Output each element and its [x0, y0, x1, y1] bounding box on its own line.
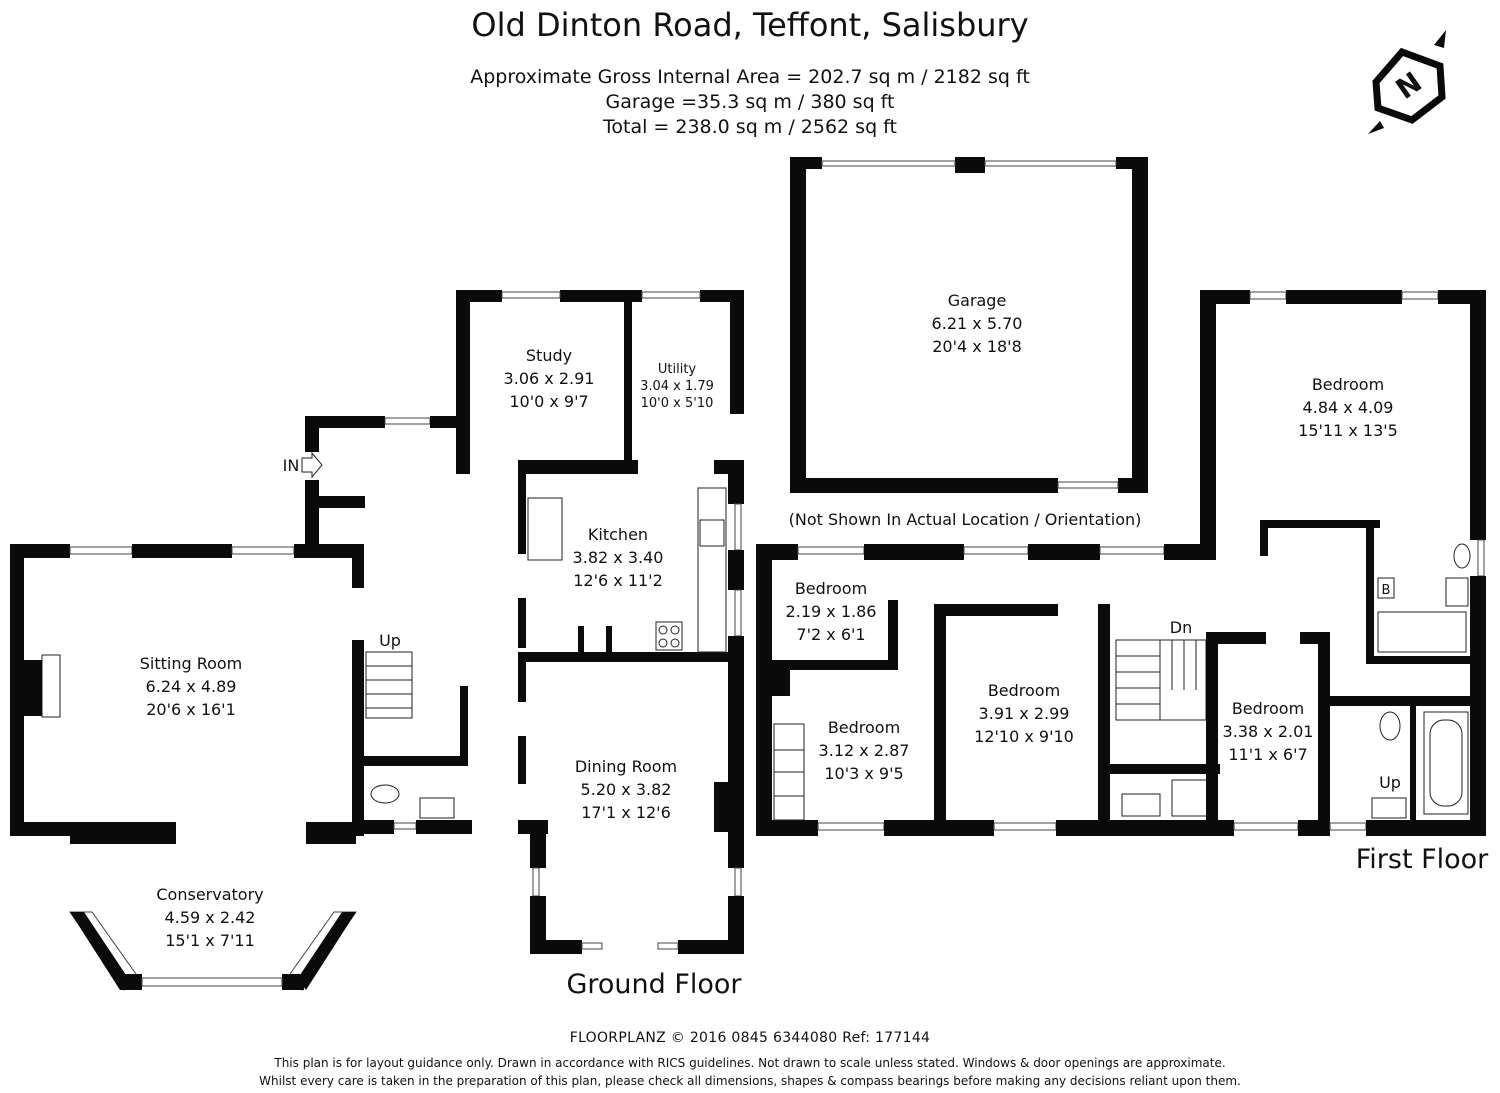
study-metric: 3.06 x 2.91 [504, 369, 595, 388]
disclaimer-line-1: This plan is for layout guidance only. D… [274, 1056, 1226, 1070]
sitting-room-name: Sitting Room [140, 654, 243, 673]
first-stairs-up-label: Up [1379, 773, 1401, 792]
sitting-room-imperial: 20'6 x 16'1 [146, 700, 236, 719]
bedroom-5-imperial: 11'1 x 6'7 [1228, 745, 1307, 764]
kitchen-metric: 3.82 x 3.40 [573, 548, 664, 567]
garage-area-line: Garage =35.3 sq m / 380 sq ft [605, 91, 895, 113]
bedroom-4-name: Bedroom [988, 681, 1060, 700]
garage-imperial: 20'4 x 18'8 [932, 337, 1022, 356]
entrance-label: IN [283, 456, 300, 475]
garage-plan [790, 157, 1148, 493]
first-stairs-down-label: Dn [1170, 618, 1192, 637]
bedroom-5-metric: 3.38 x 2.01 [1223, 722, 1314, 741]
conservatory-metric: 4.59 x 2.42 [165, 908, 256, 927]
disclaimer-line-2: Whilst every care is taken in the prepar… [259, 1074, 1241, 1088]
conservatory-name: Conservatory [156, 885, 263, 904]
bedroom-3-metric: 3.12 x 2.87 [819, 741, 910, 760]
study-name: Study [526, 346, 572, 365]
compass-icon: N [1368, 30, 1446, 134]
utility-name: Utility [658, 362, 697, 377]
ground-floor-label: Ground Floor [566, 969, 742, 1000]
bedroom-4-imperial: 12'10 x 9'10 [974, 727, 1074, 746]
small-bedroom-imperial: 7'2 x 6'1 [796, 625, 865, 644]
garage-location-note: (Not Shown In Actual Location / Orientat… [789, 510, 1142, 529]
main-bedroom-metric: 4.84 x 4.09 [1303, 398, 1394, 417]
ground-stairs-up-label: Up [379, 631, 401, 650]
total-area-line: Total = 238.0 sq m / 2562 sq ft [603, 116, 897, 138]
compass-north-letter: N [1390, 65, 1428, 105]
bedroom-3-imperial: 10'3 x 9'5 [824, 764, 903, 783]
first-floor-plan [756, 290, 1486, 836]
garage-name: Garage [948, 291, 1007, 310]
plan-title: Old Dinton Road, Teffont, Salisbury [471, 6, 1029, 44]
boiler-label: B [1382, 583, 1391, 598]
small-bedroom-name: Bedroom [795, 579, 867, 598]
bedroom-4-metric: 3.91 x 2.99 [979, 704, 1070, 723]
bedroom-5-name: Bedroom [1232, 699, 1304, 718]
company-line: FLOORPLANZ © 2016 0845 6344080 Ref: 1771… [569, 1030, 931, 1046]
dining-room-imperial: 17'1 x 12'6 [581, 803, 671, 822]
garage-metric: 6.21 x 5.70 [932, 314, 1023, 333]
first-floor-label: First Floor [1356, 844, 1489, 875]
gross-area-line: Approximate Gross Internal Area = 202.7 … [470, 66, 1030, 88]
main-bedroom-imperial: 15'11 x 13'5 [1298, 421, 1398, 440]
utility-metric: 3.04 x 1.79 [640, 379, 714, 394]
small-bedroom-metric: 2.19 x 1.86 [786, 602, 877, 621]
dining-room-metric: 5.20 x 3.82 [581, 780, 672, 799]
study-imperial: 10'0 x 9'7 [509, 392, 588, 411]
bedroom-3-name: Bedroom [828, 718, 900, 737]
ground-floor-plan [10, 290, 744, 991]
utility-imperial: 10'0 x 5'10 [641, 396, 714, 411]
kitchen-imperial: 12'6 x 11'2 [573, 571, 663, 590]
dining-room-name: Dining Room [575, 757, 677, 776]
entrance-arrow-icon [301, 451, 323, 479]
main-bedroom-name: Bedroom [1312, 375, 1384, 394]
sitting-room-metric: 6.24 x 4.89 [146, 677, 237, 696]
conservatory-imperial: 15'1 x 7'11 [165, 931, 255, 950]
room-labels: Garage 6.21 x 5.70 20'4 x 18'8 (Not Show… [140, 291, 1489, 1000]
kitchen-name: Kitchen [588, 525, 648, 544]
